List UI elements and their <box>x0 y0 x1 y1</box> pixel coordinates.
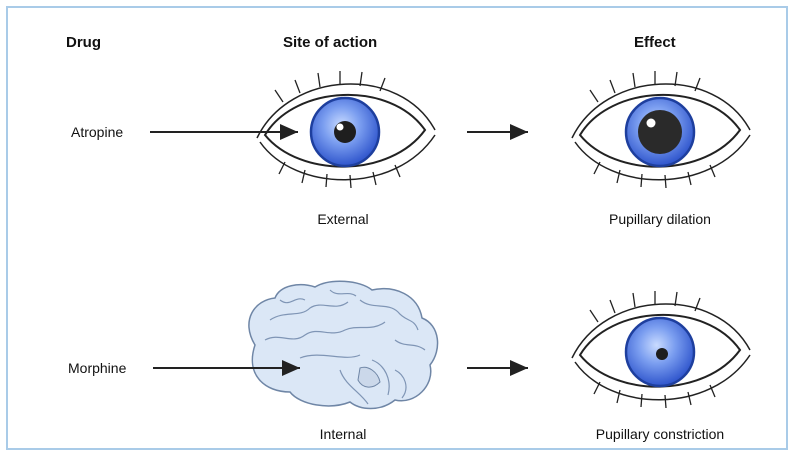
eye-icon <box>572 71 750 188</box>
eye-icon <box>572 291 750 408</box>
eye-icon <box>257 71 435 188</box>
brain-icon <box>249 281 438 408</box>
